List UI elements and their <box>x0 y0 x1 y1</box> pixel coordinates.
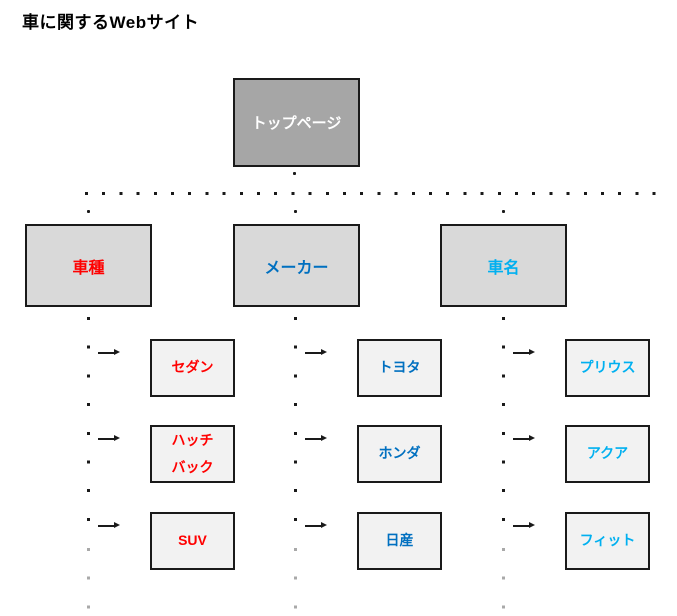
node-label: フィット <box>579 532 636 549</box>
node-label: トップページ <box>251 115 342 132</box>
arrow-icon <box>513 348 535 357</box>
dotted-connector <box>293 172 296 175</box>
node-toyota: トヨタ <box>357 339 442 397</box>
dotted-connector <box>502 210 505 213</box>
node-sedan: セダン <box>150 339 235 397</box>
node-aqua: アクア <box>565 425 650 483</box>
dotted-rail-horizontal <box>85 192 663 195</box>
dotted-connector <box>294 210 297 213</box>
arrow-icon <box>98 434 120 443</box>
node-honda: ホンダ <box>357 425 442 483</box>
node-prius: プリウス <box>565 339 650 397</box>
dotted-connector <box>87 210 90 213</box>
node-label: ホンダ <box>378 445 421 462</box>
arrow-icon <box>98 348 120 357</box>
node-car-name: 車名 <box>440 224 567 307</box>
node-label: 車名 <box>487 259 520 277</box>
arrow-icon <box>305 348 327 357</box>
node-nissan: 日産 <box>357 512 442 570</box>
node-hatchback: ハッチ バック <box>150 425 235 483</box>
dotted-line-vertical <box>87 317 90 533</box>
node-label: 車種 <box>72 259 105 277</box>
arrow-icon <box>513 434 535 443</box>
node-label: ハッチ バック <box>171 431 214 475</box>
node-label: トヨタ <box>378 359 421 376</box>
node-label: プリウス <box>579 359 636 376</box>
dotted-line-vertical-faded <box>502 548 505 616</box>
arrow-icon <box>305 521 327 530</box>
dotted-line-vertical-faded <box>294 548 297 616</box>
node-label: 日産 <box>385 532 414 549</box>
node-label: セダン <box>171 359 214 376</box>
node-suv: SUV <box>150 512 235 570</box>
arrow-icon <box>513 521 535 530</box>
dotted-line-vertical <box>502 317 505 533</box>
node-label: メーカー <box>264 259 329 277</box>
node-label: アクア <box>586 445 629 462</box>
page-title: 車に関するWebサイト <box>22 13 200 32</box>
dotted-line-vertical <box>294 317 297 533</box>
dotted-line-vertical-faded <box>87 548 90 616</box>
node-top-page: トップページ <box>233 78 360 167</box>
node-label: SUV <box>178 532 207 549</box>
node-vehicle-type: 車種 <box>25 224 152 307</box>
arrow-icon <box>98 521 120 530</box>
node-maker: メーカー <box>233 224 360 307</box>
node-fit: フィット <box>565 512 650 570</box>
arrow-icon <box>305 434 327 443</box>
